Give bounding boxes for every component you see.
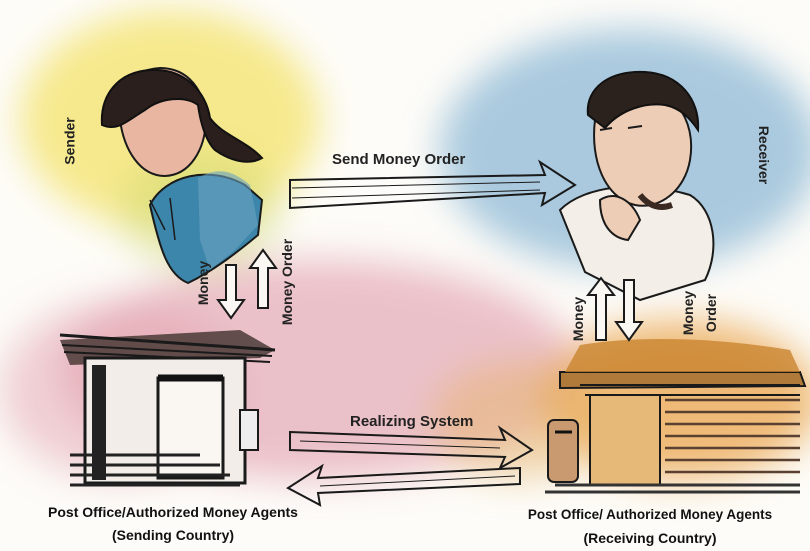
receiver-label: Receiver (757, 126, 771, 184)
post-office-left-line2: (Sending Country) (8, 528, 338, 542)
left-post-office (60, 330, 275, 485)
money-order-label-right-2: Order (704, 294, 718, 332)
post-office-left-line1: Post Office/Authorized Money Agents (8, 505, 338, 519)
send-money-order-label: Send Money Order (332, 152, 465, 167)
realizing-system-label: Realizing System (350, 414, 473, 429)
money-order-label-right-1: Money (681, 291, 695, 335)
sender-label: Sender (63, 117, 77, 164)
money-order-label-left: Money Order (280, 239, 294, 325)
money-label-right: Money (571, 297, 585, 341)
money-label-left: Money (196, 261, 210, 305)
post-office-right-line1: Post Office/ Authorized Money Agents (490, 508, 810, 522)
post-office-right-line2: (Receiving Country) (490, 531, 810, 545)
